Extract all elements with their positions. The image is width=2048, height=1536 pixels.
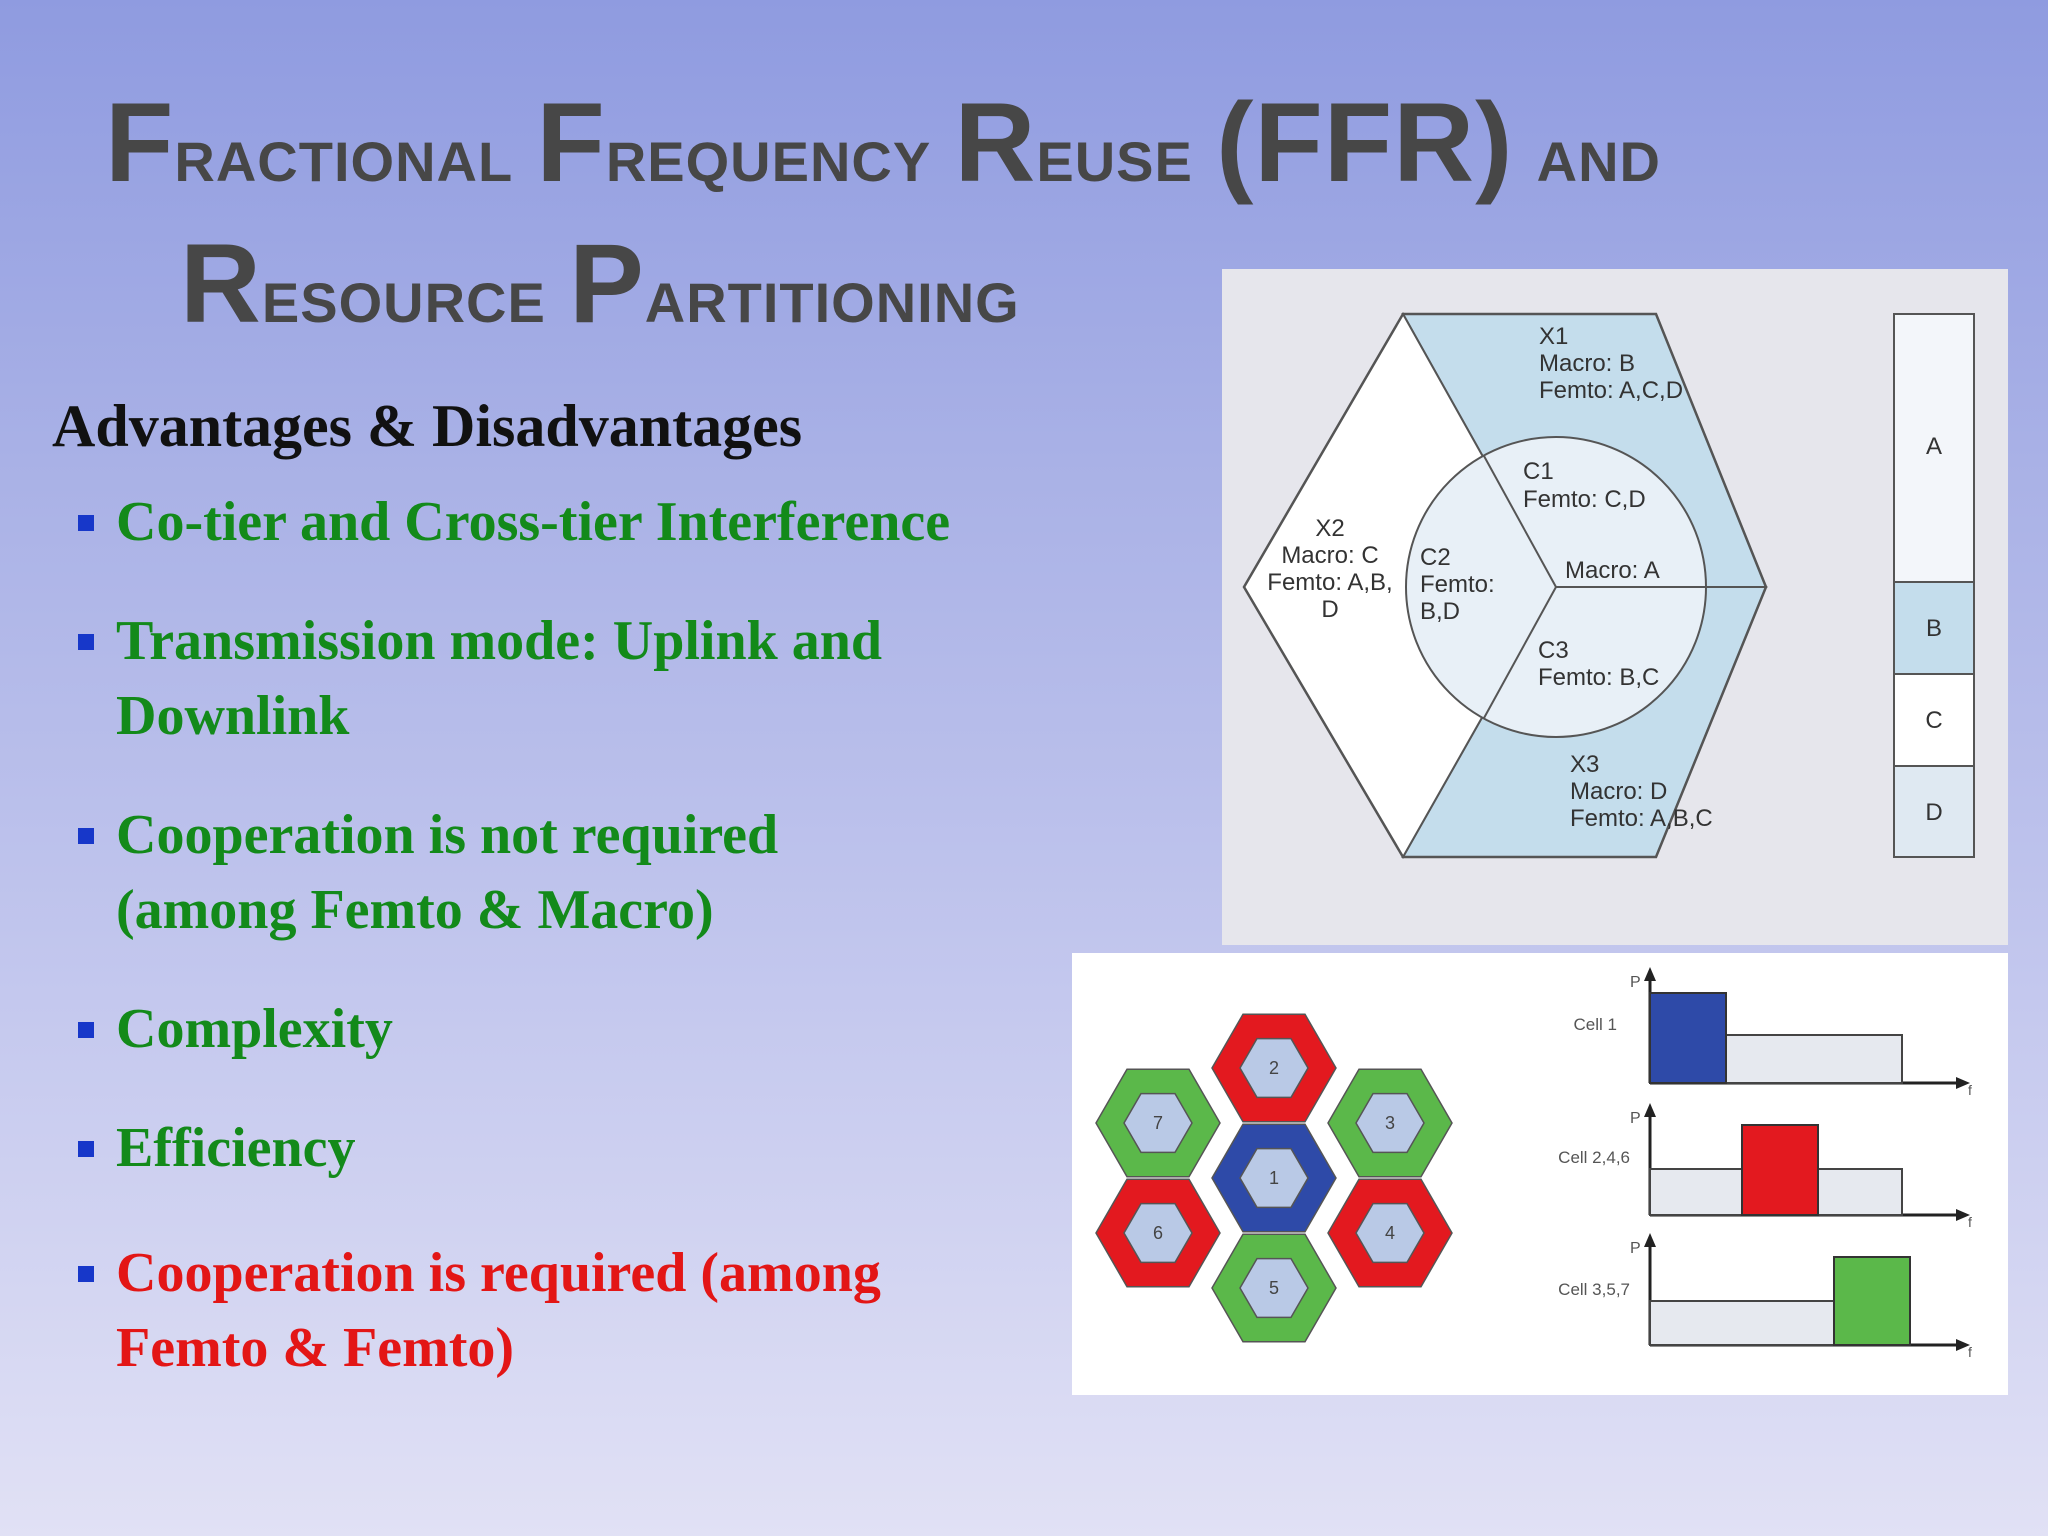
x3-label: X3 [1570, 751, 1599, 778]
spectrum-bar-cell246 [1741, 1124, 1819, 1216]
x2-label: X2 [1315, 515, 1344, 542]
cell-1-label: 1 [1269, 1168, 1279, 1188]
x1-label: X1 [1539, 323, 1568, 350]
cell-3-label: 3 [1385, 1113, 1395, 1133]
spectrum-panel-2: P f Cell 2,4,6 [1558, 1103, 1972, 1230]
cell-5-label: 5 [1269, 1278, 1279, 1298]
axis-f-3: f [1968, 1344, 1972, 1360]
spectrum-panel-1: P f Cell 1 [1574, 967, 1972, 1098]
c1-label: C1 [1523, 458, 1554, 485]
x3-macro: Macro: D [1570, 778, 1667, 805]
x1-femto: Femto: A,C,D [1539, 377, 1683, 404]
bullet-item: Efficiency [78, 1111, 1078, 1186]
slide-title: Fractional Frequency Reuse (FFR) and Res… [105, 78, 2005, 360]
spectrum-label-cell357: Cell 3,5,7 [1558, 1280, 1630, 1299]
c3-femto: Femto: B,C [1538, 664, 1659, 691]
cell-5-inner [1239, 1257, 1309, 1319]
hex-partition-diagram: X1 Macro: B Femto: A,C,D X2 Macro: C Fem… [1222, 269, 2008, 945]
cell-4-inner [1355, 1202, 1425, 1264]
cell-6-inner [1123, 1202, 1193, 1264]
axis-p-1: P [1630, 974, 1641, 991]
spectrum-panel-3: P f Cell 3,5,7 [1558, 1233, 1972, 1360]
cell-7-label: 7 [1153, 1113, 1163, 1133]
band-a: A [1926, 433, 1942, 460]
title-line-2: Resource Partitioning [180, 221, 1020, 346]
band-d: D [1925, 799, 1942, 826]
bullet-item: Transmission mode: Uplink and Downlink [78, 604, 1078, 754]
spectrum-label-cell246: Cell 2,4,6 [1558, 1148, 1630, 1167]
c1-femto: Femto: C,D [1523, 486, 1646, 513]
band-b: B [1926, 615, 1942, 642]
x1-macro: Macro: B [1539, 350, 1635, 377]
axis-p-2: P [1630, 1110, 1641, 1127]
band-c: C [1925, 707, 1942, 734]
c2-femto: Femto: [1420, 571, 1495, 598]
cell-4-label: 4 [1385, 1223, 1395, 1243]
axis-f-1: f [1968, 1082, 1972, 1098]
center-macro: Macro: A [1565, 557, 1660, 584]
cell-reuse-svg: 1 2 3 4 5 6 7 P f Cell 1 P f Cell 2,4,6 [1095, 967, 1972, 1360]
spectrum-bar-cell357 [1833, 1256, 1911, 1346]
cell-2-inner [1239, 1037, 1309, 1099]
bullet-square-icon [78, 1266, 94, 1282]
x2-macro: Macro: C [1281, 542, 1378, 569]
bullet-item: Complexity [78, 992, 1078, 1067]
axis-f-2: f [1968, 1214, 1972, 1230]
axis-p-3: P [1630, 1240, 1641, 1257]
bullet-square-icon [78, 634, 94, 650]
spectrum-bar-cell1 [1649, 992, 1727, 1084]
bullet-square-icon [78, 515, 94, 531]
frequency-band-column: A B C D [1893, 313, 1975, 858]
cell-reuse-diagram: 1 2 3 4 5 6 7 P f Cell 1 P f Cell 2,4,6 [1072, 953, 2008, 1395]
bullet-item: Cooperation is required (among Femto & F… [78, 1236, 1078, 1386]
cell-3-inner [1355, 1092, 1425, 1154]
bullet-square-icon [78, 1022, 94, 1038]
c2-femto-cont: B,D [1420, 598, 1460, 625]
bullet-square-icon [78, 828, 94, 844]
x3-femto: Femto: A,B,C [1570, 805, 1713, 832]
cell-2-label: 2 [1269, 1058, 1279, 1078]
title-line-1: Fractional Frequency Reuse (FFR) and [105, 80, 1661, 205]
spectrum-label-cell1: Cell 1 [1574, 1015, 1617, 1034]
c2-label: C2 [1420, 544, 1451, 571]
x2-femto: Femto: A,B, [1267, 569, 1392, 596]
hex-partition-svg: X1 Macro: B Femto: A,C,D X2 Macro: C Fem… [1242, 311, 1975, 859]
bullet-square-icon [78, 1141, 94, 1157]
cell-6-label: 6 [1153, 1223, 1163, 1243]
bullet-item: Cooperation is not required (among Femto… [78, 798, 1078, 948]
x2-femto-cont: D [1321, 596, 1338, 623]
bullet-item: Co-tier and Cross-tier Interference [78, 485, 1078, 560]
cell-1-inner [1239, 1147, 1309, 1209]
c3-label: C3 [1538, 637, 1569, 664]
section-heading: Advantages & Disadvantages [52, 393, 803, 459]
cell-7-inner [1123, 1092, 1193, 1154]
bullet-list: Co-tier and Cross-tier Interference Tran… [78, 485, 1078, 1386]
hex-cell-grid: 1 2 3 4 5 6 7 [1095, 1013, 1453, 1343]
